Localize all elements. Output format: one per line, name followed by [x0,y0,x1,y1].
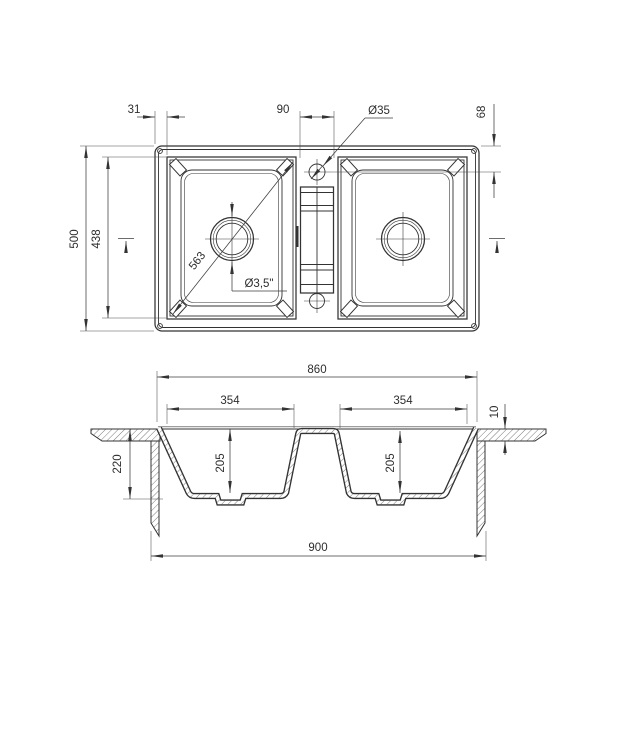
countertop-left [90,428,161,442]
dim-bowl-opening: 438 [91,156,166,319]
dimensions-plan: 31 90 Ø35 68 [69,104,505,332]
dim-label-860: 860 [307,364,326,376]
left-bowl [166,156,297,320]
center-strip [296,159,335,313]
corner-dot [471,148,477,154]
sink-wall-core [157,426,478,505]
dim-label-438: 438 [91,229,103,248]
dim-label-354-right: 354 [393,395,413,407]
dim-label-563: 563 [187,250,208,273]
dim-label-90: 90 [277,104,290,116]
corner-dot [157,148,163,154]
dim-label-205-left: 205 [215,453,227,472]
dim-rim-height: 10 [479,404,512,455]
dim-bowl-depth-left: 205 [215,429,232,493]
bowl-rim-outer [166,156,297,320]
dim-label-drain: Ø3,5" [244,278,273,290]
sink-wall-hatch [157,426,478,505]
cabinet-panel-right [476,440,486,538]
right-bowl [337,156,468,320]
dim-label-354-left: 354 [220,395,240,407]
section-view: 860 354 354 10 [90,364,547,561]
corner-dot [157,323,163,329]
countertop [90,428,547,442]
dim-label-205-right: 205 [385,453,397,472]
dim-drain: Ø3,5" [230,202,287,292]
dim-sink-width: 860 [156,364,478,422]
plan-view: 31 90 Ø35 68 [69,104,505,332]
dim-bowl-depth-right: 205 [385,431,402,493]
centerline-mark-left [118,238,134,253]
dim-label-10: 10 [489,406,501,419]
dim-label-31: 31 [128,104,141,116]
countertop-right [476,428,547,442]
cabinet-panels [150,440,486,538]
dim-label-68: 68 [476,106,488,119]
sink-outline [154,145,480,332]
dim-label-500: 500 [69,229,81,248]
bowl-rim-inner [169,159,294,317]
sink-profile [159,428,476,503]
sink-outer-edge [154,145,480,332]
dim-overall-width: 900 [150,531,487,561]
dim-overall-height: 500 [69,145,154,332]
dim-label-220: 220 [112,454,124,473]
dim-top-offset: 68 [330,104,501,198]
dim-depth-total: 220 [112,429,163,500]
dim-bowl-width-left: 354 [166,395,295,428]
cabinet-panel-left [150,440,160,538]
dimensions-section: 860 354 354 10 [112,364,512,561]
dim-label-900: 900 [308,542,327,554]
dim-tap-hole: Ø35 [310,105,393,180]
dim-center-width: 90 [277,104,335,158]
sink-wall-outline [159,428,476,503]
dim-bowl-width-right: 354 [339,395,468,428]
dim-label-o35: Ø35 [368,105,390,117]
corner-dot [471,323,477,329]
sink-rim-edge [158,149,476,328]
centerline-mark-right [489,238,505,253]
dim-rim-offset: 31 [128,104,185,155]
